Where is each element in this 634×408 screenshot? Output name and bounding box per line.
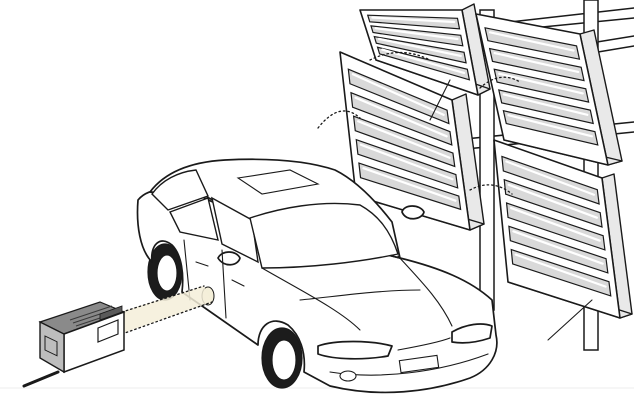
- front-rim: [272, 340, 296, 380]
- fog-light: [340, 371, 356, 381]
- side-mirror: [218, 252, 240, 265]
- rear-rim: [157, 255, 177, 291]
- side-mirror: [402, 206, 424, 219]
- headlight: [318, 342, 392, 359]
- power-cable: [24, 372, 58, 386]
- scanner-device-icon: [24, 302, 124, 386]
